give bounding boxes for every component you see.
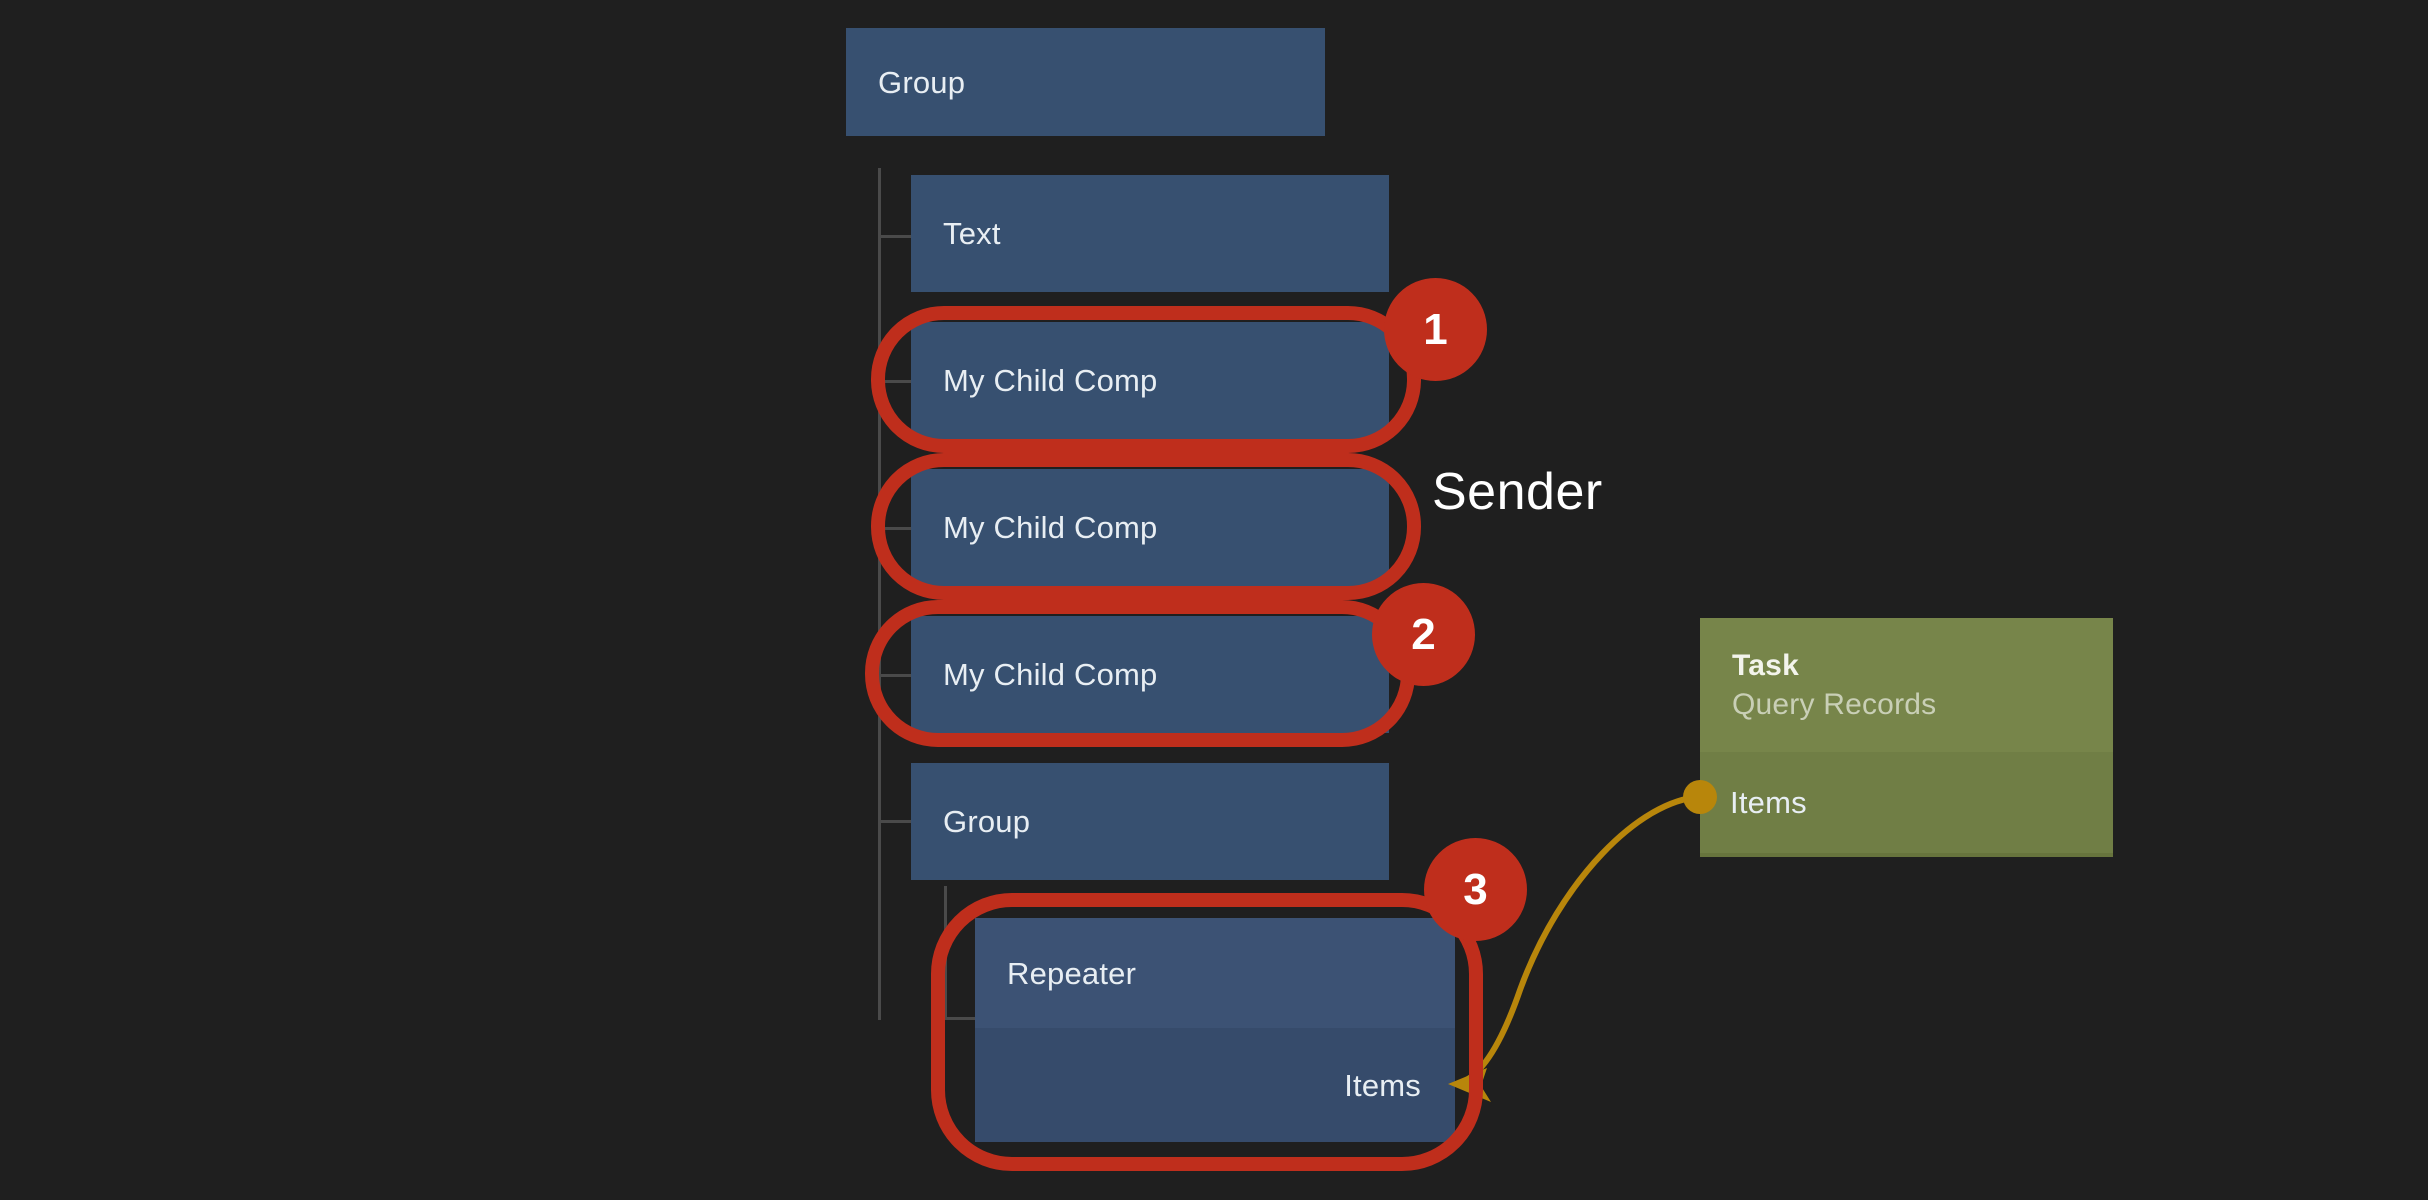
badge-number: 3 — [1463, 864, 1488, 914]
badge-number: 2 — [1411, 609, 1436, 659]
tree-branch-repeater — [944, 1017, 976, 1020]
task-subtitle: Query Records — [1732, 687, 1937, 721]
task-header: Task Query Records — [1700, 618, 2113, 752]
task-node[interactable]: Task Query Records Items — [1700, 618, 2113, 857]
task-items-port[interactable]: Items — [1700, 752, 2113, 857]
repeater-items-label: Items — [1344, 1067, 1421, 1103]
task-title: Task — [1732, 648, 1799, 682]
tree-branch-text — [878, 235, 912, 238]
badge-number: 1 — [1423, 304, 1448, 354]
sender-label: Sender — [1432, 463, 1603, 521]
task-items-label: Items — [1730, 785, 1807, 820]
tree-node-text[interactable]: Text — [911, 175, 1389, 292]
annotation-badge-1: 1 — [1384, 278, 1487, 381]
tree-branch-child-2 — [878, 527, 912, 530]
tree-node-label: Group — [878, 64, 966, 100]
tree-node-label: Text — [943, 216, 1001, 251]
tree-line-main-vertical — [878, 168, 881, 1020]
tree-node-repeater[interactable]: Repeater Items — [975, 918, 1455, 1142]
tree-node-group-2[interactable]: Group — [911, 763, 1389, 880]
tree-branch-group — [878, 820, 912, 823]
tree-branch-child-3 — [878, 674, 912, 677]
tree-node-label: My Child Comp — [943, 657, 1158, 692]
tree-line-nested-vertical — [944, 886, 947, 1020]
gold-connector-curve — [1457, 794, 1703, 1086]
annotation-badge-3: 3 — [1424, 838, 1527, 941]
tree-node-label: My Child Comp — [943, 510, 1158, 545]
tree-node-label: Group — [943, 804, 1031, 839]
tree-node-label: My Child Comp — [943, 363, 1158, 398]
tree-branch-child-1 — [878, 380, 912, 383]
tree-node-my-child-comp-3[interactable]: My Child Comp — [911, 616, 1389, 733]
tree-node-my-child-comp-1[interactable]: My Child Comp — [911, 322, 1389, 439]
tree-node-my-child-comp-2[interactable]: My Child Comp — [911, 469, 1389, 586]
repeater-items-port[interactable]: Items — [975, 1028, 1455, 1142]
repeater-title: Repeater — [1007, 955, 1137, 991]
annotation-badge-2: 2 — [1372, 583, 1475, 686]
repeater-header: Repeater — [975, 918, 1455, 1028]
tree-node-root-group[interactable]: Group — [846, 28, 1325, 136]
